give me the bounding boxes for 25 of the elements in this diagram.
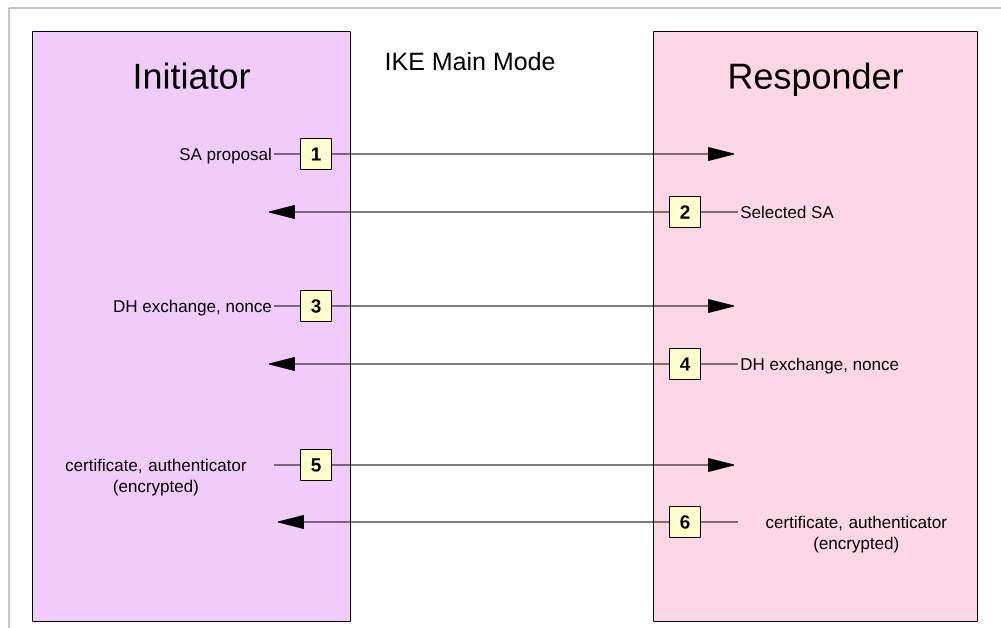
leader-line — [700, 211, 739, 213]
message-arrow — [331, 147, 735, 161]
step-number-box: 6 — [669, 506, 701, 538]
step-number-box: 3 — [300, 290, 332, 322]
diagram-title: IKE Main Mode — [386, 51, 555, 71]
message-label: Selected SA — [740, 205, 834, 219]
message-label: SA proposal — [179, 147, 271, 164]
leader-line — [273, 153, 301, 155]
leader-line — [700, 363, 739, 365]
message-label: DH exchange, nonce — [741, 357, 899, 374]
step-number-box: 2 — [669, 196, 701, 228]
message-label: certificate, authenticator (encrypted) — [766, 515, 947, 553]
message-label: DH exchange, nonce — [114, 299, 271, 316]
message-label: certificate, authenticator (encrypted) — [65, 458, 247, 496]
leader-line — [700, 521, 739, 523]
message-arrow — [331, 458, 735, 472]
leader-line — [273, 464, 301, 466]
step-number-box: 5 — [300, 449, 332, 481]
step-number-box: 4 — [669, 348, 701, 380]
message-arrow — [268, 357, 670, 371]
message-arrow — [277, 515, 670, 529]
step-number-box: 1 — [300, 138, 332, 170]
leader-line — [273, 305, 301, 307]
message-arrow — [268, 205, 670, 219]
message-arrow — [331, 299, 735, 313]
